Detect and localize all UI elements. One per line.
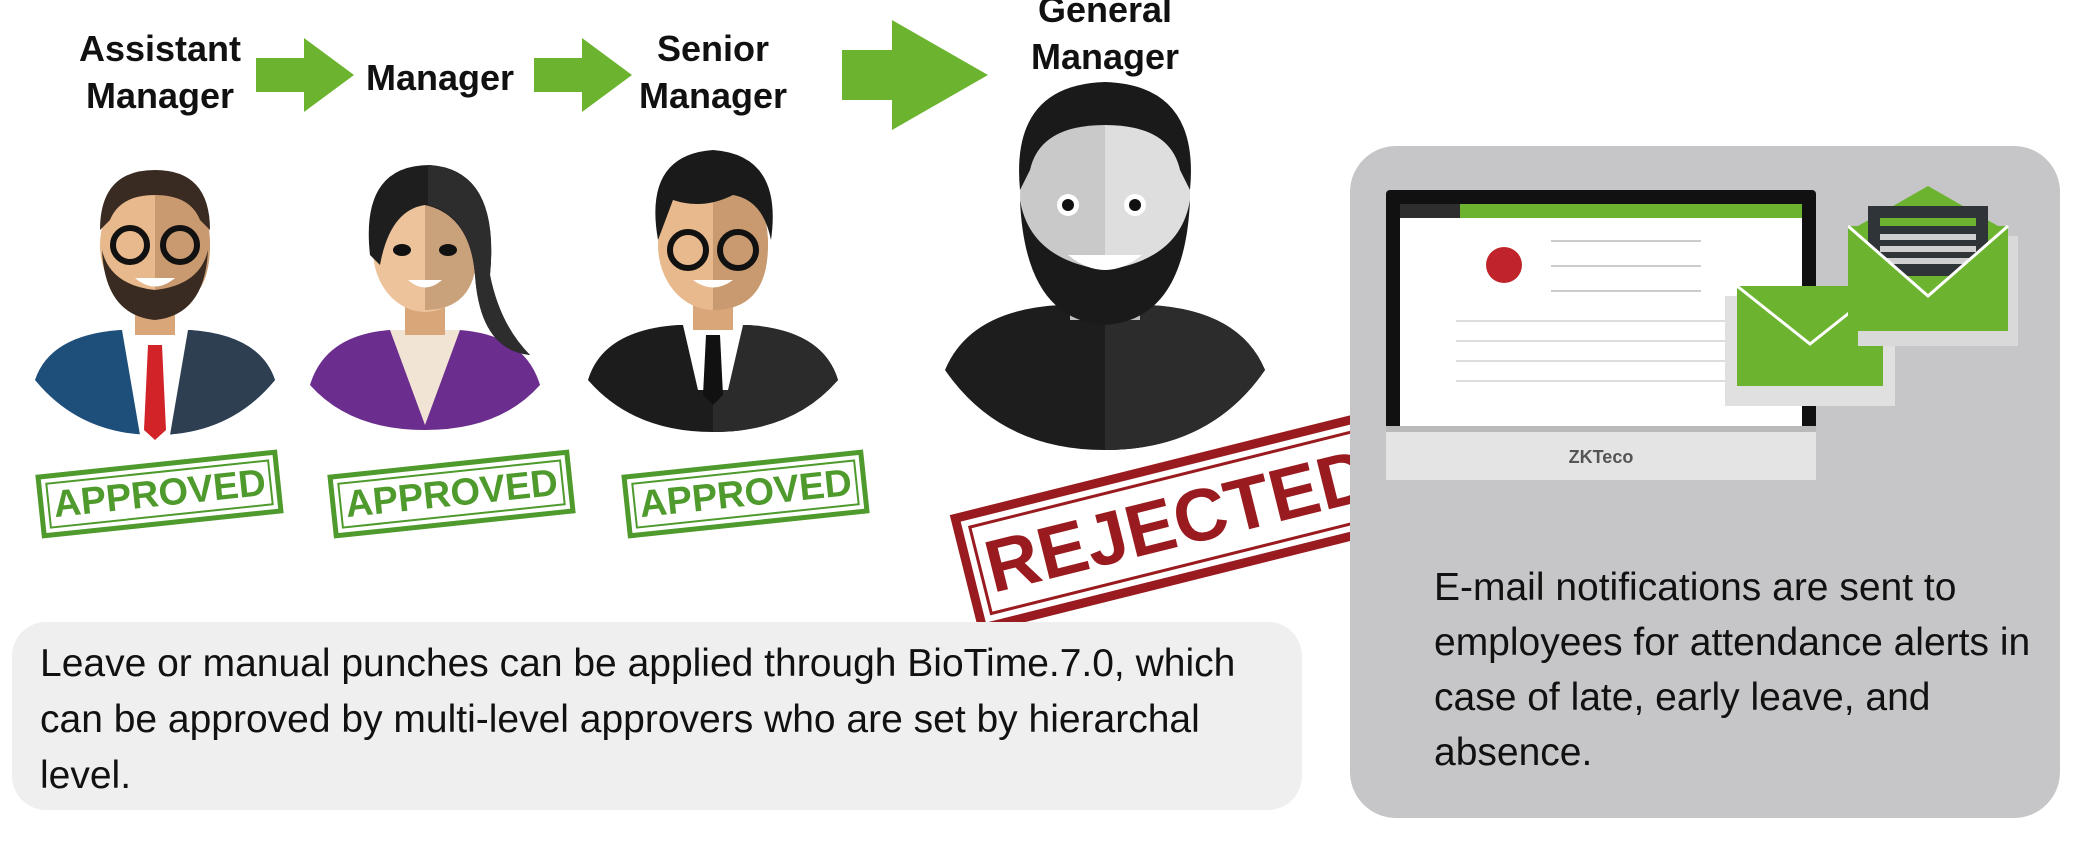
monitor-brand-label: ZKTeco — [1569, 447, 1634, 467]
role-title-assistant-manager: Assistant Manager — [78, 28, 242, 116]
senior-manager-avatar — [588, 150, 838, 432]
open-envelope-icon — [1848, 186, 2018, 346]
arrow-right-icon — [534, 38, 632, 112]
approved-stamp: APPROVED — [327, 449, 576, 539]
monitor-icon: ZKTeco — [1386, 190, 1816, 480]
arrow-right-icon — [842, 20, 988, 130]
approved-stamp: APPROVED — [35, 449, 284, 539]
manager-avatar — [310, 165, 540, 430]
assistant-manager-avatar — [35, 170, 275, 440]
role-title-general-manager: General Manager — [1030, 0, 1180, 77]
approval-description-box: Leave or manual punches can be applied t… — [12, 622, 1302, 810]
arrow-right-icon — [256, 38, 354, 112]
general-manager-avatar — [945, 82, 1265, 450]
approved-stamp: APPROVED — [621, 449, 870, 539]
approval-description-text: Leave or manual punches can be applied t… — [40, 642, 1236, 797]
role-title-manager: Manager — [365, 57, 515, 98]
email-notification-panel: ZKTeco E-mail notifications are sent to … — [1350, 146, 2060, 818]
email-notification-text: E-mail notifications are sent to employe… — [1434, 566, 2031, 774]
role-title-senior-manager: Senior Manager — [638, 28, 788, 116]
